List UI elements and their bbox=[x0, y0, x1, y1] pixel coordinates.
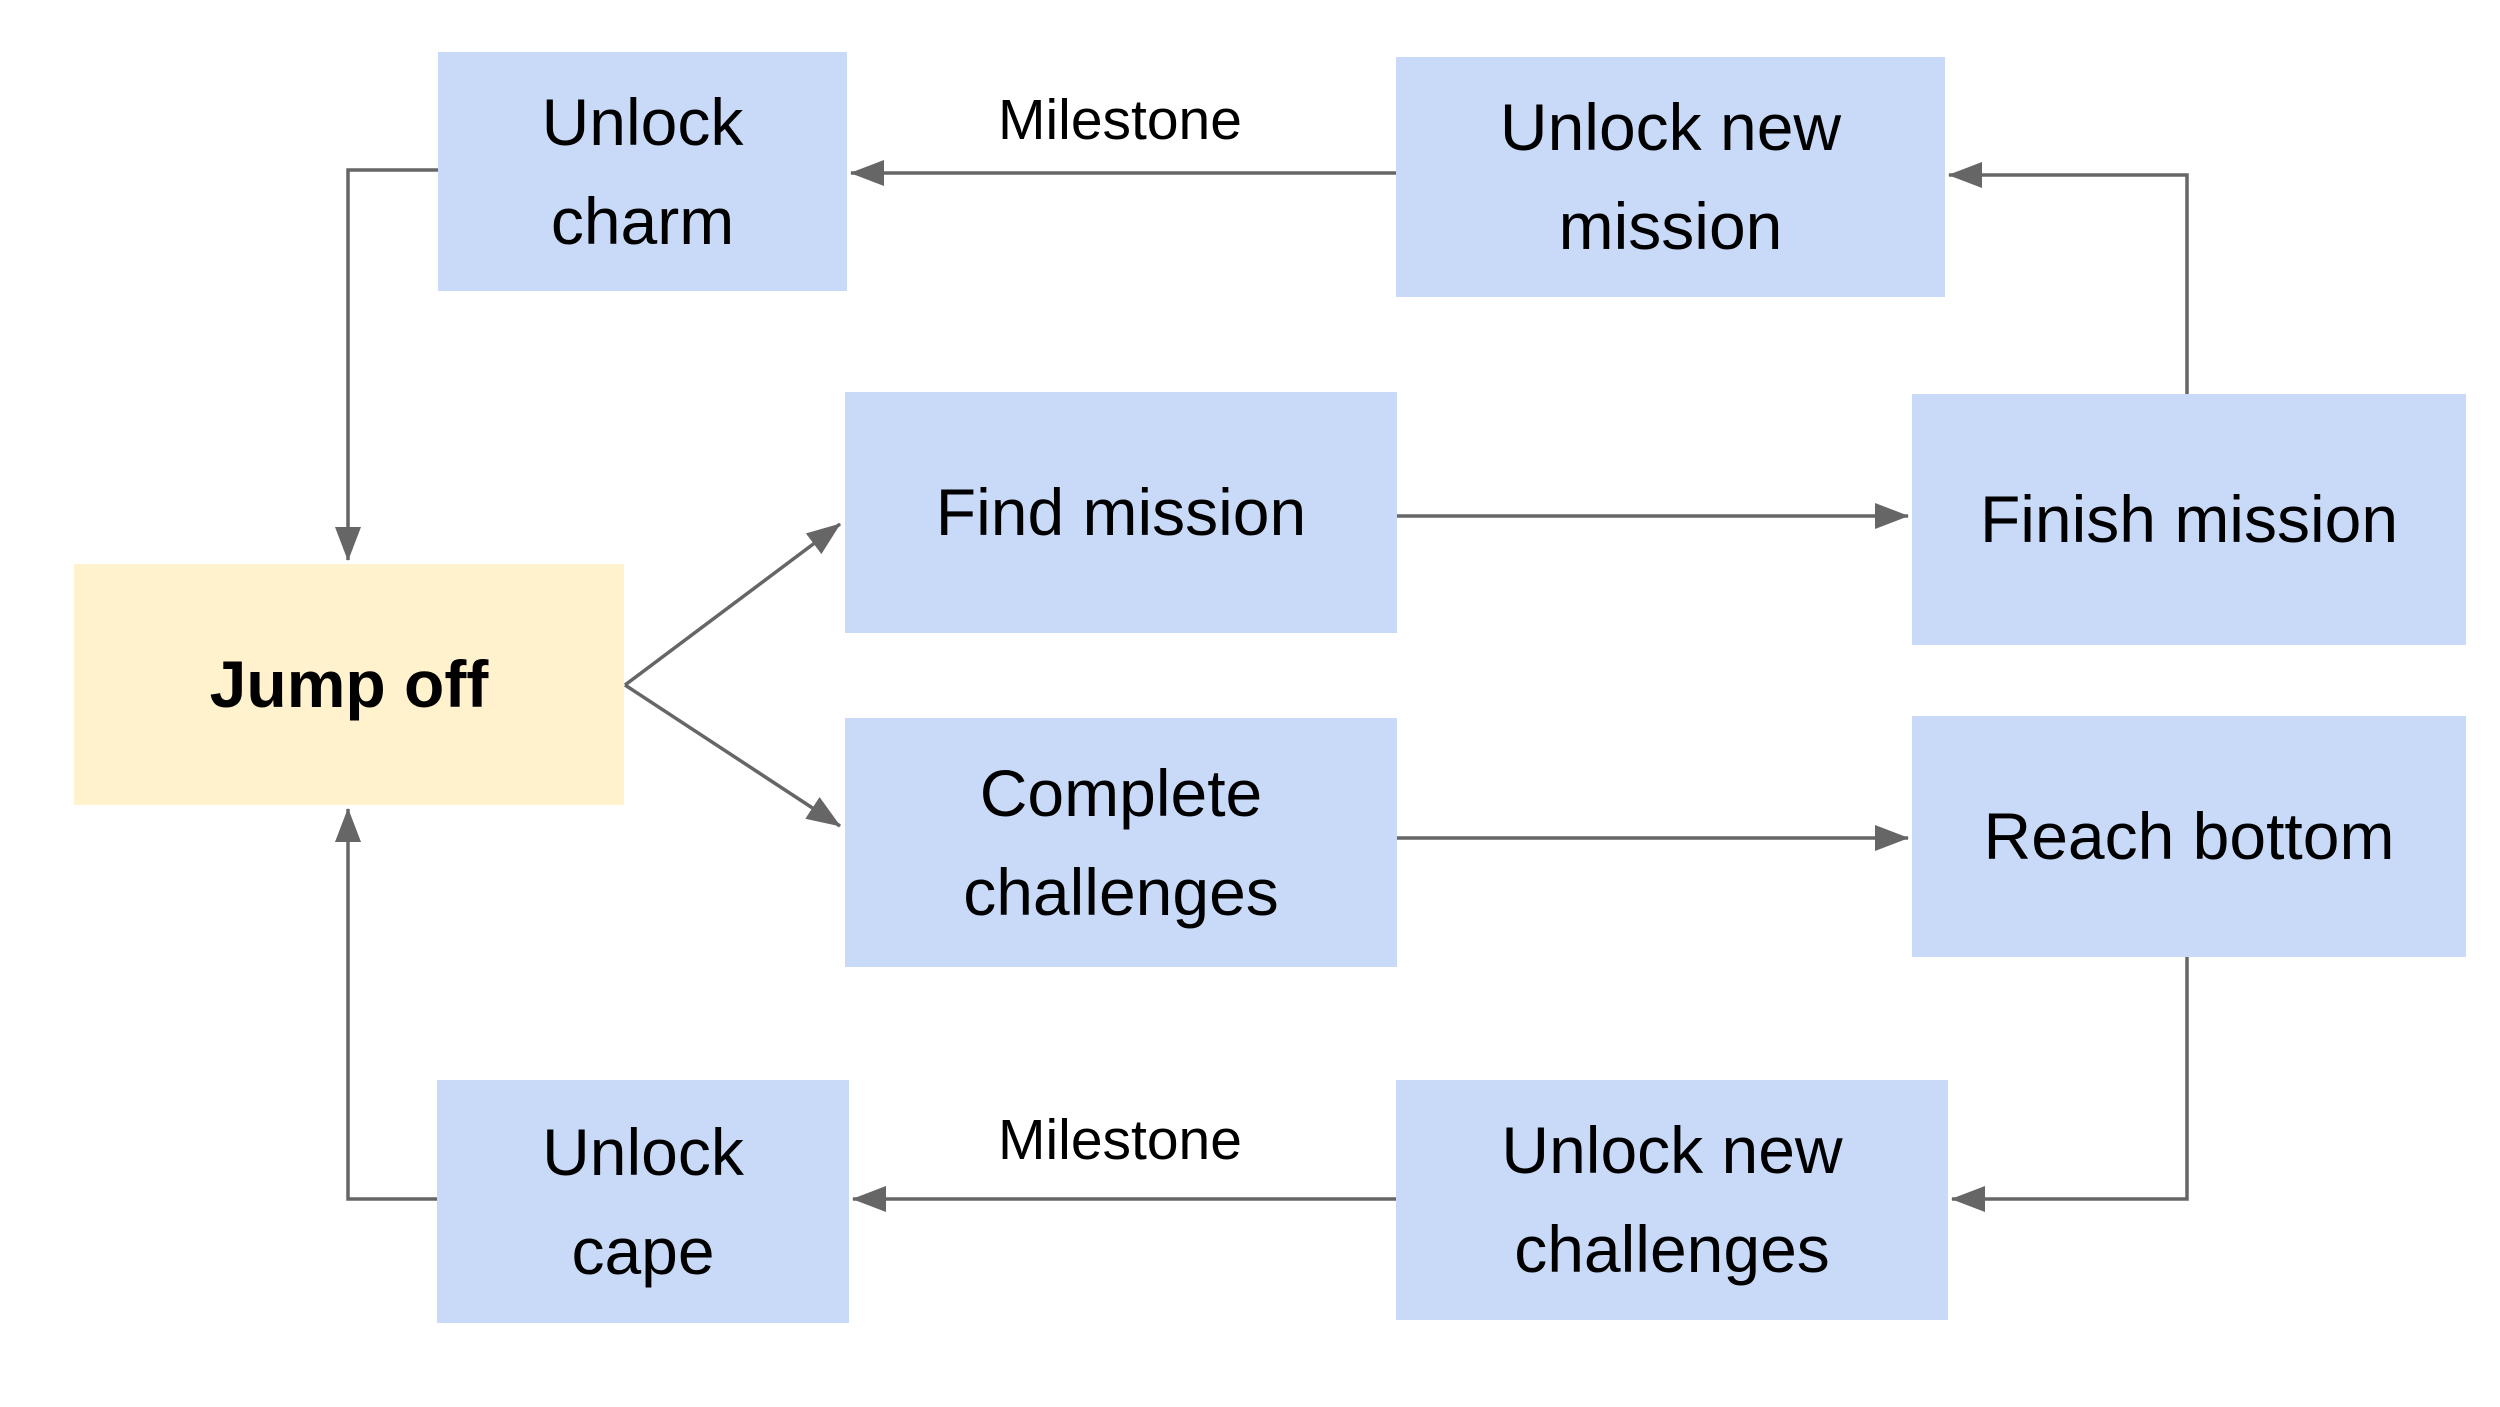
node-label: Unlock charm bbox=[541, 84, 744, 258]
edge-finish-mission-to-unlock-new-mission bbox=[1948, 162, 2189, 394]
node-label: Reach bottom bbox=[1983, 799, 2395, 873]
edge-label-milestone-top: Milestone bbox=[998, 88, 1242, 152]
node-jump-off: Jump off bbox=[74, 564, 624, 805]
edge-jump-off-to-complete-challenges bbox=[624, 683, 841, 828]
edge-jump-off-to-find-mission bbox=[623, 522, 842, 687]
node-label: Unlock new challenges bbox=[1501, 1113, 1843, 1286]
node-label: Find mission bbox=[935, 475, 1307, 549]
node-unlock-charm: Unlock charm bbox=[438, 52, 847, 291]
node-label: Jump off bbox=[209, 647, 489, 721]
node-unlock-cape: Unlock cape bbox=[437, 1080, 849, 1323]
edge-reach-bottom-to-unlock-new-challenges bbox=[1951, 957, 2189, 1212]
edge-label-milestone-bottom: Milestone bbox=[998, 1108, 1242, 1172]
edge-unlock-cape-to-jump-off bbox=[335, 808, 437, 1201]
node-unlock-new-mission: Unlock new mission bbox=[1396, 57, 1945, 297]
node-finish-mission: Finish mission bbox=[1912, 394, 2466, 645]
node-find-mission: Find mission bbox=[845, 392, 1397, 633]
edge-unlock-charm-to-jump-off bbox=[335, 168, 438, 561]
node-label: Unlock cape bbox=[542, 1114, 744, 1288]
node-reach-bottom: Reach bottom bbox=[1912, 716, 2466, 957]
node-complete-challenges: Complete challenges bbox=[845, 718, 1397, 967]
node-label: Complete challenges bbox=[963, 755, 1279, 929]
node-label: Finish mission bbox=[1979, 482, 2399, 556]
node-label: Unlock new mission bbox=[1499, 90, 1842, 263]
node-unlock-new-challenges: Unlock new challenges bbox=[1396, 1080, 1948, 1320]
